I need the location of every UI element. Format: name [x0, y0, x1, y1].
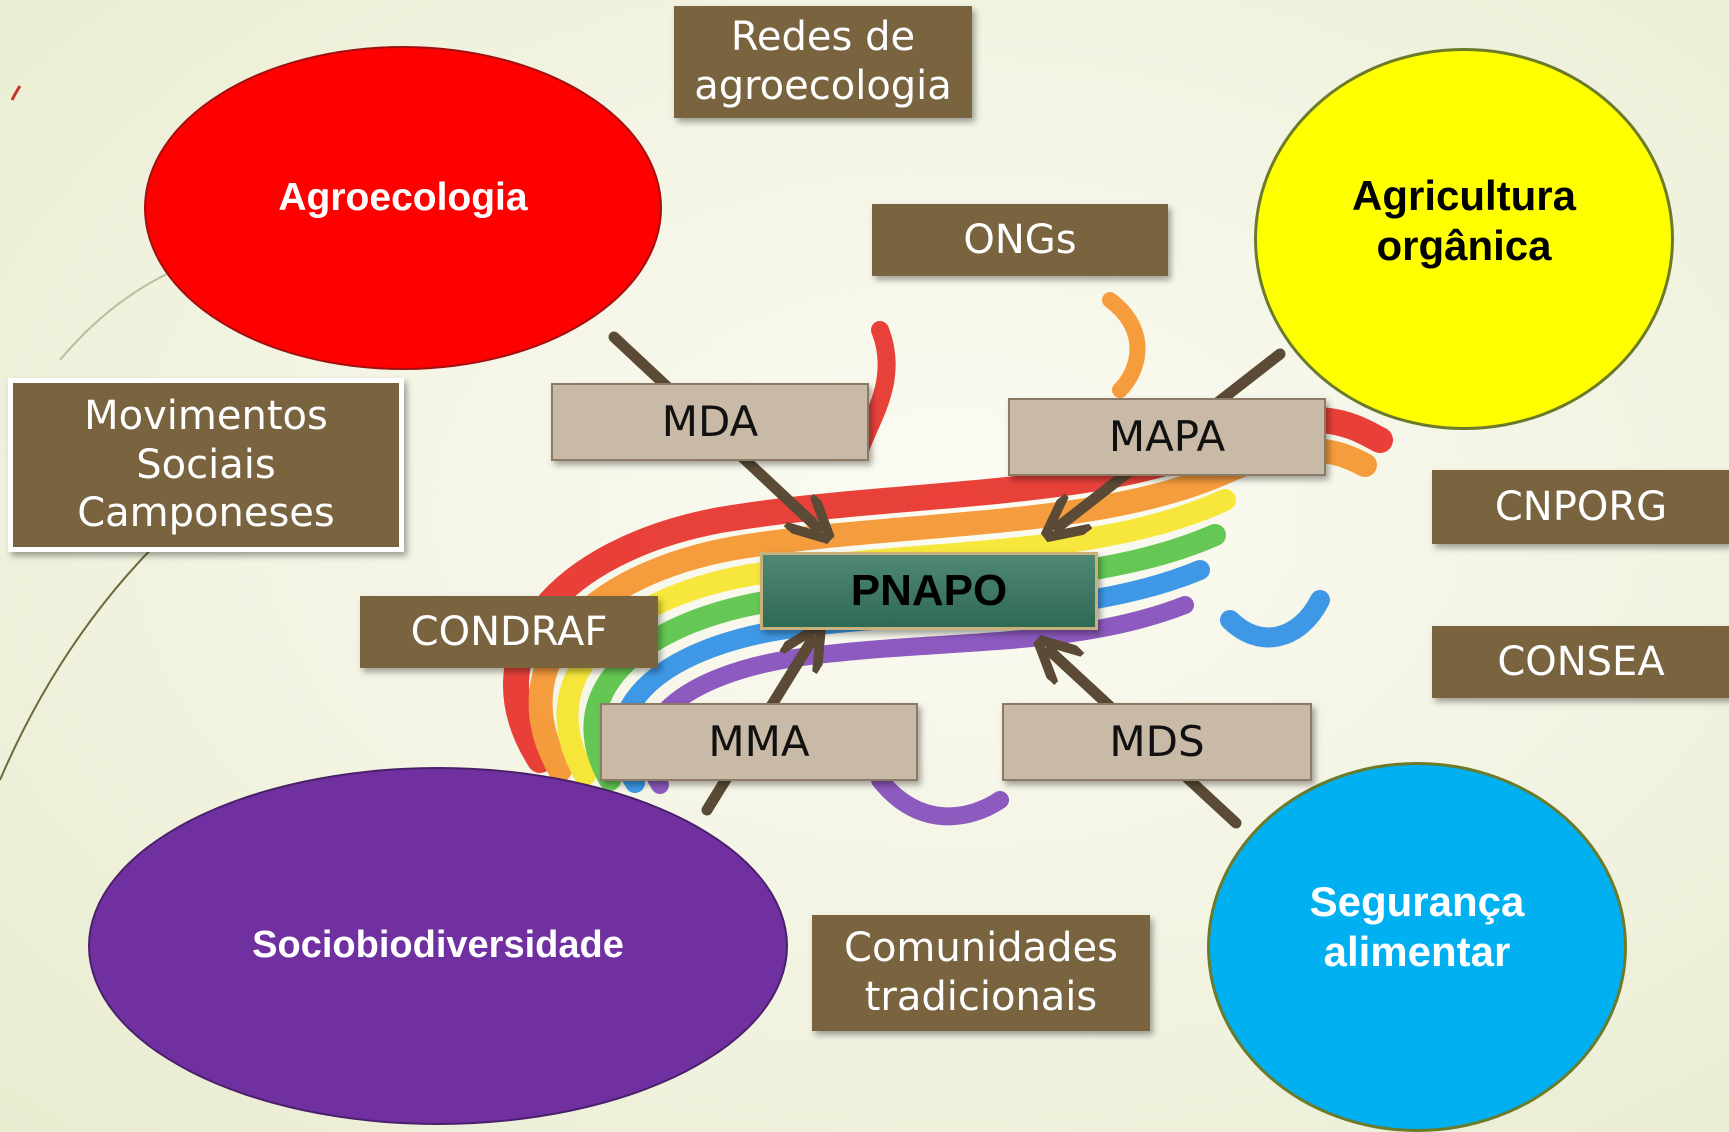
- mapa-box: MAPA: [1008, 398, 1326, 476]
- redes-agroecologia-label: Redes de agroecologia: [694, 14, 952, 109]
- cnporg-label: CNPORG: [1494, 483, 1668, 530]
- mds-box: MDS: [1002, 703, 1312, 781]
- decorative-curve-top: [10, 85, 22, 101]
- consea-label: CONSEA: [1497, 638, 1665, 685]
- mma-label: MMA: [708, 717, 810, 767]
- mapa-label: MAPA: [1108, 412, 1226, 462]
- decorative-curve-lower: [0, 539, 161, 781]
- agroecologia-ellipse: Agroecologia: [144, 46, 662, 370]
- consea-box: CONSEA: [1432, 626, 1729, 698]
- comunidades-tradicionais-label: Comunidades tradicionais: [844, 925, 1118, 1020]
- movimentos-sociais-label: Movimentos Sociais Camponeses: [77, 392, 335, 537]
- ongs-box: ONGs: [872, 204, 1168, 276]
- agricultura-organica-label: Agricultura orgânica: [1351, 171, 1577, 269]
- agroecologia-label: Agroecologia: [278, 175, 528, 219]
- pnapo-label: PNAPO: [850, 566, 1008, 616]
- cnporg-box: CNPORG: [1432, 470, 1729, 544]
- mda-label: MDA: [661, 397, 759, 447]
- sociobiodiversidade-ellipse: Sociobiodiversidade: [88, 767, 788, 1125]
- seguranca-alimentar-ellipse: Segurança alimentar: [1207, 762, 1627, 1132]
- comunidades-tradicionais-box: Comunidades tradicionais: [812, 915, 1150, 1031]
- redes-agroecologia-box: Redes de agroecologia: [674, 6, 972, 118]
- agricultura-organica-ellipse: Agricultura orgânica: [1254, 48, 1674, 430]
- pnapo-box: PNAPO: [760, 552, 1098, 630]
- mma-box: MMA: [600, 703, 918, 781]
- seguranca-alimentar-label: Segurança alimentar: [1309, 877, 1525, 975]
- mds-label: MDS: [1109, 717, 1205, 767]
- condraf-box: CONDRAF: [360, 596, 658, 668]
- sociobiodiversidade-label: Sociobiodiversidade: [252, 924, 624, 967]
- mda-box: MDA: [551, 383, 869, 461]
- condraf-label: CONDRAF: [410, 608, 608, 655]
- decorative-curve-upper: [59, 269, 176, 361]
- movimentos-sociais-box: Movimentos Sociais Camponeses: [8, 378, 404, 552]
- ongs-label: ONGs: [963, 216, 1077, 263]
